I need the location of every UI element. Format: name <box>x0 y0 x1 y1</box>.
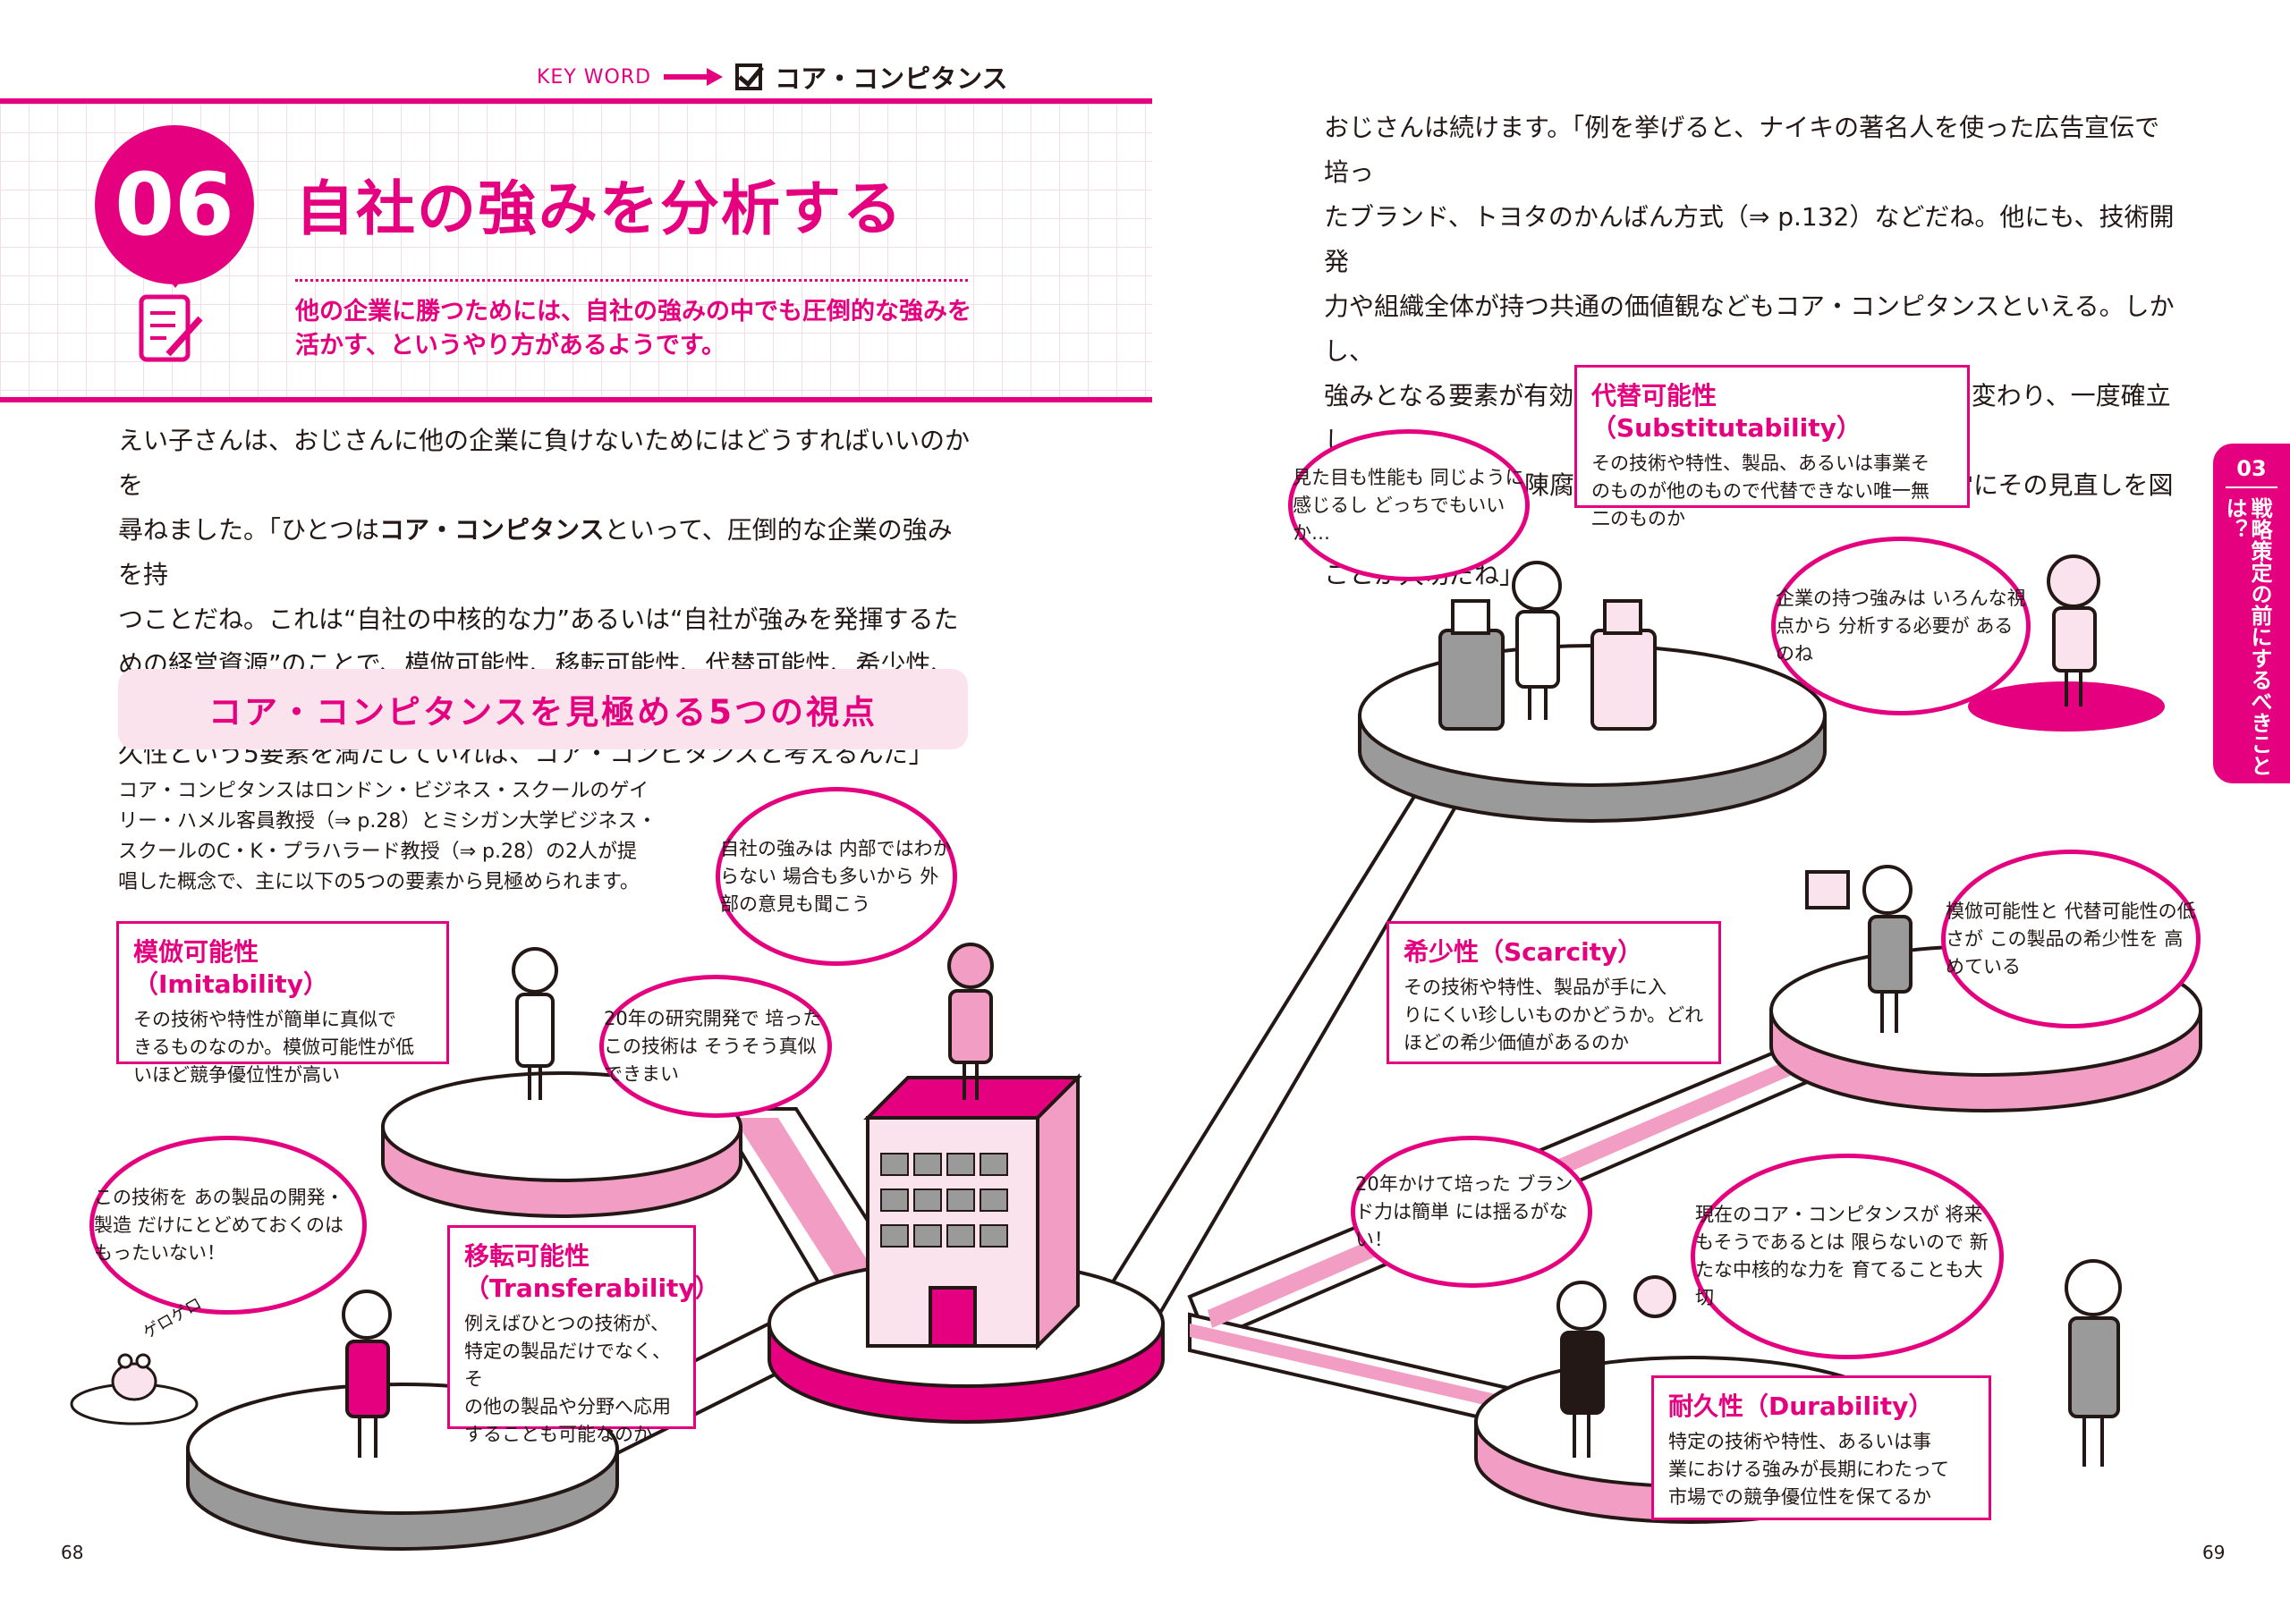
box-line: 市場での競争優位性を保てるか <box>1668 1486 1931 1508</box>
box-title-en: （Transferability） <box>464 1273 720 1303</box>
box-line: いほど競争優位性が高い <box>133 1064 340 1086</box>
speech-bubble: 自社の強みは 内部ではわからない 場合も多いから 外部の意見も聞こう <box>716 787 957 966</box>
lead-line: 他の企業に勝つためには、自社の強みの中でも圧倒的な強みを <box>295 298 971 326</box>
box-line: 特定の製品だけでなく、そ <box>464 1341 671 1390</box>
pedestals <box>1438 599 1657 731</box>
page-number-right: 69 <box>2202 1542 2226 1563</box>
figure-woman <box>2047 554 2100 706</box>
company-building <box>863 1073 1082 1350</box>
description: コア・コンピタンスはロンドン・ビジネス・スクールのゲイ リー・ハメル客員教授（⇒… <box>118 776 673 898</box>
box-line: 特定の技術や特性、あるいは事 <box>1668 1431 1931 1452</box>
figure-man-arms-crossed <box>1512 561 1562 720</box>
box-imitability: 模倣可能性（Imitability） その技術や特性が簡単に真似で きるものなの… <box>116 921 449 1086</box>
platform-bottom-left <box>186 1383 619 1551</box>
speech-bubble: 20年かけて培った ブランド力は簡単 には揺るがない！ <box>1351 1136 1592 1288</box>
box-durability: 耐久性（Durability） 特定の技術や特性、あるいは事 業における強みが長… <box>1651 1375 1991 1520</box>
box-title: 代替可能性（Substitutability） <box>1591 381 1862 443</box>
page-title: 自社の強みを分析する <box>295 174 903 243</box>
chapter-number: 03 <box>2236 456 2267 481</box>
chapter-title: 戦略策定の前にするべきことは？ <box>2222 497 2272 776</box>
section-number: 06 <box>95 125 254 284</box>
box-line: 例えばひとつの技術が、 <box>464 1313 670 1334</box>
description-line: 唱した概念で、主に以下の5つの要素から見極められます。 <box>118 871 640 893</box>
page-number-left: 68 <box>61 1542 84 1563</box>
figure-scientist <box>512 947 558 1100</box>
speech-bubble: 模倣可能性と 代替可能性の低さが この製品の希少性を 高めている <box>1941 850 2201 1028</box>
figure-man-suit <box>2065 1259 2122 1467</box>
box-title: 移転可能性 <box>464 1241 590 1271</box>
chapter-side-tab[interactable]: 03 戦略策定の前にするべきことは？ <box>2213 444 2290 783</box>
arrow-right-icon <box>664 68 724 86</box>
box-line: 業における強みが長期にわたって <box>1668 1459 1949 1480</box>
keyword-term: コア・コンピタンス <box>775 63 1008 94</box>
body-line: たブランド、トヨタのかんばん方式（⇒ p.132）などだね。他にも、技術開発 <box>1324 202 2175 276</box>
box-line: の他の製品や分野へ応用 <box>464 1396 671 1417</box>
figure-pink-employee <box>947 943 994 1100</box>
body-line: 力や組織全体が持つ共通の価値観などもコア・コンピタンスといえる。しかし、 <box>1324 292 2175 366</box>
box-line: のものが他のもので代替できない唯一無 <box>1591 480 1930 502</box>
box-line: きるものなのか。模倣可能性が低 <box>133 1036 415 1058</box>
box-title: 模倣可能性（Imitability） <box>133 937 328 999</box>
frog <box>111 1353 157 1401</box>
dotted-divider <box>295 279 968 282</box>
figure-man-holding-box <box>1805 865 1913 1033</box>
box-substitutability: 代替可能性（Substitutability） その技術や特性、製品、あるいは事… <box>1574 365 1970 529</box>
tab-divider <box>2226 486 2277 488</box>
body-line: 尋ねました。「ひとつはコア・コンピタンスといって、圧倒的な企業の強みを持 <box>118 515 953 589</box>
body-line: おじさんは続けます。「例を挙げると、ナイキの著名人を使った広告宣伝で培っ <box>1324 113 2160 187</box>
speech-bubble: 見た目も性能も 同じように感じるし どっちでもいいか… <box>1288 429 1530 581</box>
box-line: その技術や特性、製品、あるいは事業そ <box>1591 453 1930 474</box>
speech-bubble: 現在のコア・コンピタンスが 将来もそうであるとは 限らないので 新たな中核的な力… <box>1691 1154 2004 1359</box>
body-line: えい子さんは、おじさんに他の企業に負けないためにはどうすればいいのかを <box>118 426 971 500</box>
lead-text: 他の企業に勝つためには、自社の強みの中でも圧倒的な強みを 活かす、というやり方が… <box>295 295 993 363</box>
box-line: りにくい珍しいものかどうか。どれ <box>1404 1004 1704 1026</box>
memo-pencil-icon <box>139 294 203 362</box>
lead-line: 活かす、というやり方があるようです。 <box>295 332 726 359</box>
checkbox-icon <box>735 63 763 90</box>
box-scarcity: 希少性（Scarcity） その技術や特性、製品が手に入 りにくい珍しいものかど… <box>1387 921 1721 1064</box>
box-title: 耐久性（Durability） <box>1668 1391 1934 1421</box>
description-line: リー・ハメル客員教授（⇒ p.28）とミシガン大学ビジネス・ <box>118 810 657 833</box>
subheading: コア・コンピタンスを見極める5つの視点 <box>118 669 968 749</box>
box-transferability: 移転可能性 （Transferability） 例えばひとつの技術が、 特定の製… <box>447 1225 720 1445</box>
box-line: その技術や特性、製品が手に入 <box>1404 977 1667 998</box>
box-title: 希少性（Scarcity） <box>1404 937 1643 967</box>
figure-man-holding-ball <box>1556 1275 1676 1458</box>
speech-bubble: 20年の研究開発で 培ったこの技術は そうそう真似できまい <box>599 975 832 1118</box>
body-line: つことだね。これは“自社の中核的な力”あるいは“自社が強みを発揮するた <box>118 605 959 634</box>
keyword-header: KEY WORD コア・コンピタンス <box>537 57 1007 97</box>
speech-bubble: 企業の持つ強みは いろんな視点から 分析する必要が あるのね <box>1771 537 2031 715</box>
description-line: スクールのC・K・プラハラード教授（⇒ p.28）の2人が提 <box>118 841 637 863</box>
box-line: することも可能なのか <box>464 1424 652 1445</box>
keyword-label: KEY WORD <box>537 65 652 89</box>
box-line: 二のものか <box>1591 508 1685 529</box>
figure-man-glasses <box>342 1290 392 1458</box>
keyword-emphasis: コア・コンピタンス <box>379 515 605 545</box>
speech-bubble: この技術を あの製品の開発・製造 だけにとどめておくのは もったいない！ <box>89 1136 367 1315</box>
box-line: ほどの希少価値があるのか <box>1404 1032 1629 1053</box>
box-line: その技術や特性が簡単に真似で <box>133 1009 396 1030</box>
section-number-pointer <box>157 265 193 288</box>
description-line: コア・コンピタンスはロンドン・ビジネス・スクールのゲイ <box>118 780 649 802</box>
